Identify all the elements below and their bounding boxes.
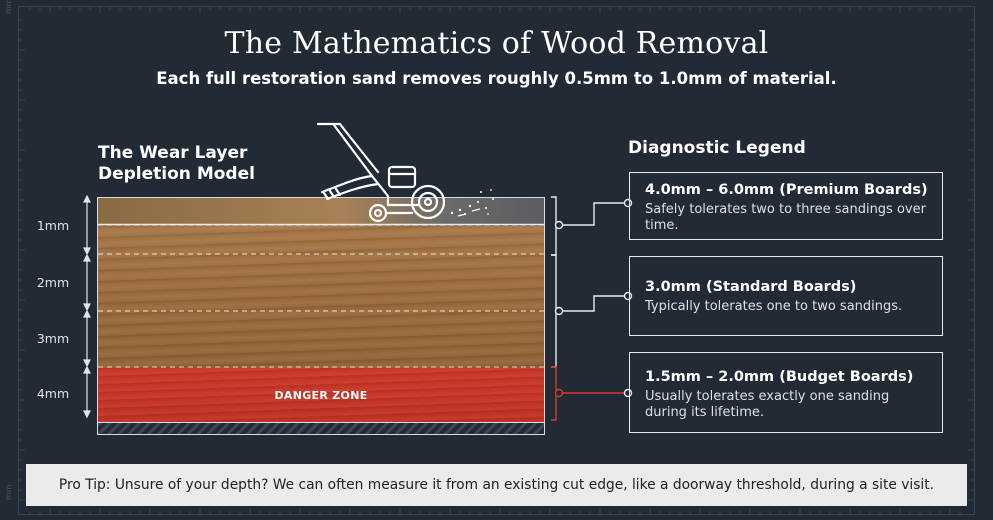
legend-card-title: 3.0mm (Standard Boards) bbox=[645, 279, 857, 295]
ruler-unit-label-top: mm bbox=[4, 0, 13, 14]
wear-layer-board: DANGER ZONE bbox=[97, 197, 545, 435]
page-subtitle: Each full restoration sand removes rough… bbox=[156, 69, 837, 88]
pro-tip-banner: Pro Tip: Unsure of your depth? We can of… bbox=[26, 464, 967, 506]
page-title: The Mathematics of Wood Removal bbox=[224, 26, 769, 61]
danger-zone-label: DANGER ZONE bbox=[274, 388, 368, 402]
legend-card-title: 1.5mm – 2.0mm (Budget Boards) bbox=[645, 369, 914, 385]
model-heading-line2: Depletion Model bbox=[98, 164, 255, 184]
model-heading: The Wear Layer Depletion Model bbox=[98, 143, 298, 185]
legend-heading: Diagnostic Legend bbox=[628, 138, 806, 158]
wear-layer-wood bbox=[98, 226, 544, 368]
substrate-hatch bbox=[98, 422, 544, 434]
depth-label-3mm: 3mm bbox=[36, 331, 70, 346]
legend-card-desc: Safely tolerates two to three sandings o… bbox=[645, 202, 926, 233]
ruler-unit-label-bottom: mm bbox=[4, 484, 13, 500]
pro-tip-text: Pro Tip: Unsure of your depth? We can of… bbox=[58, 477, 935, 493]
depth-label-1mm: 1mm bbox=[36, 218, 70, 233]
legend-card-desc: Usually tolerates exactly one sanding du… bbox=[645, 389, 890, 420]
danger-zone: DANGER ZONE bbox=[98, 368, 544, 422]
model-heading-line1: The Wear Layer bbox=[98, 143, 248, 163]
legend-card-premium: 4.0mm – 6.0mm (Premium Boards) Safely to… bbox=[629, 172, 943, 240]
depth-label-2mm: 2mm bbox=[36, 275, 70, 290]
legend-card-desc: Typically tolerates one to two sandings. bbox=[645, 299, 903, 314]
sanded-layer bbox=[98, 198, 544, 226]
legend-card-standard: 3.0mm (Standard Boards) Typically tolera… bbox=[629, 256, 943, 336]
legend-card-title: 4.0mm – 6.0mm (Premium Boards) bbox=[645, 182, 928, 198]
legend-card-budget: 1.5mm – 2.0mm (Budget Boards) Usually to… bbox=[629, 352, 943, 433]
depth-label-4mm: 4mm bbox=[36, 386, 70, 401]
